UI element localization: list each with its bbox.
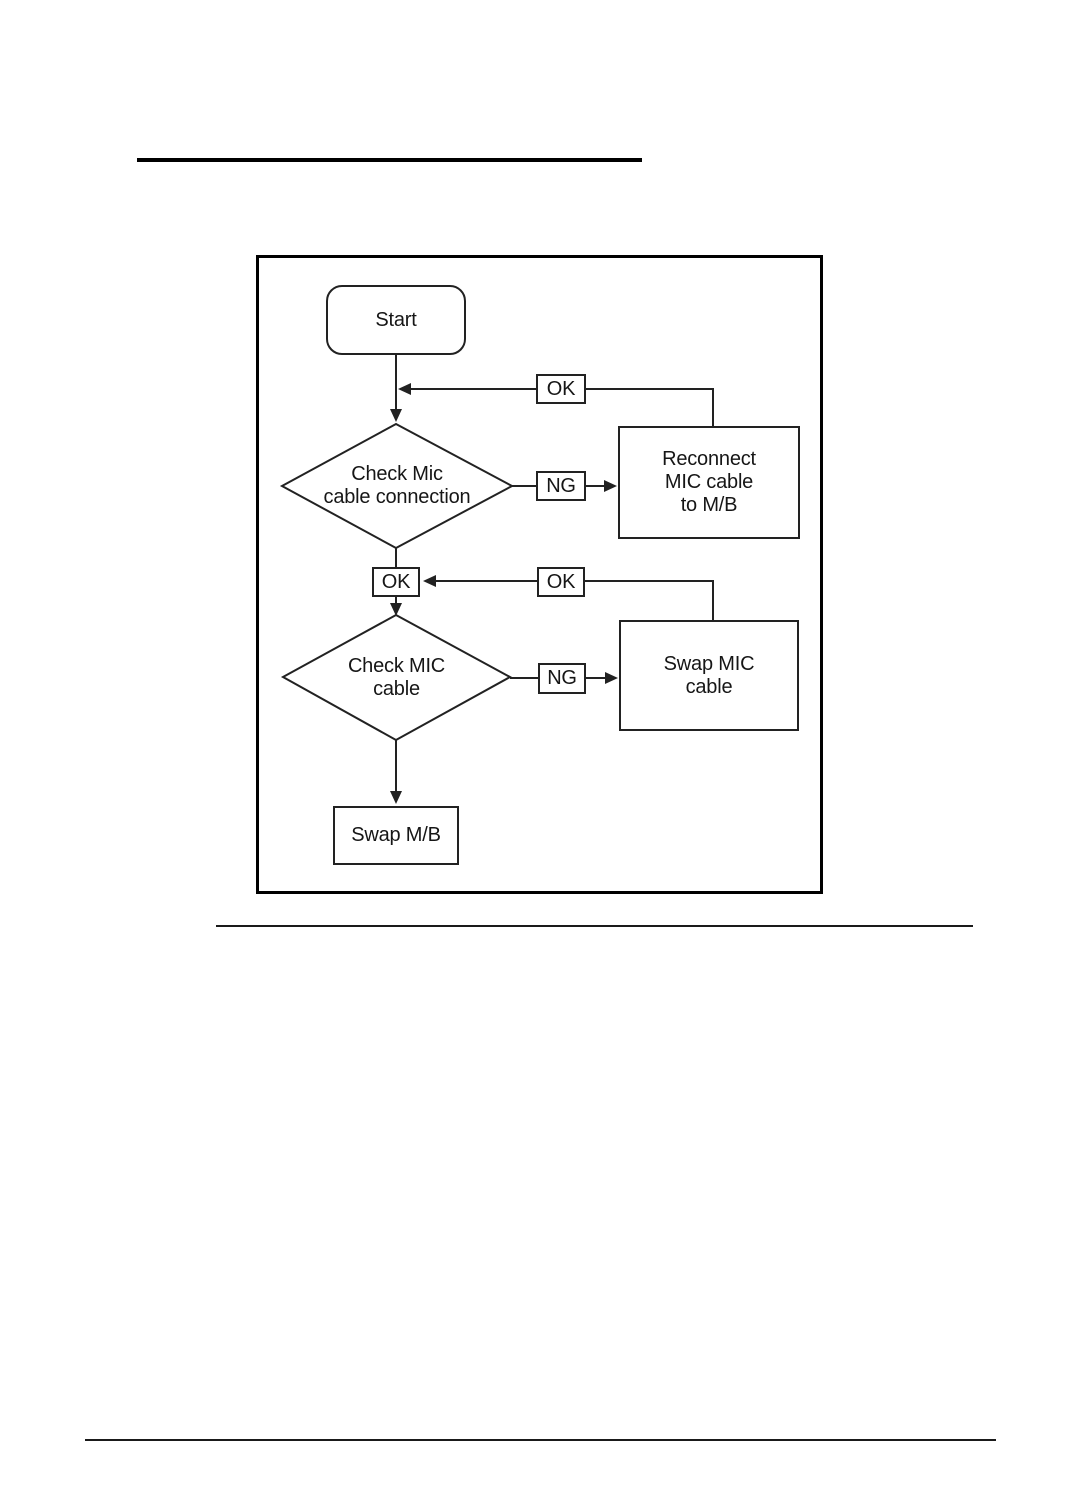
ok-tag-top-label: OK	[546, 377, 576, 400]
ng-tag-top-label: NG	[546, 474, 576, 497]
ok-tag-mid-left-label: OK	[381, 570, 411, 593]
mid-page-rule	[216, 925, 973, 927]
ng-tag-top: NG	[536, 471, 586, 501]
swap-mic-cable-label-line2: cable	[685, 675, 733, 698]
ok-tag-top: OK	[536, 374, 586, 404]
arrow-right-into-swapmic-icon	[605, 672, 618, 684]
reconnect-mic-label-line2: MIC cable	[664, 471, 754, 493]
start-node: Start	[326, 285, 466, 355]
reconnect-mic-node: Reconnect MIC cable to M/B	[618, 426, 800, 539]
ok-tag-mid-right-label: OK	[546, 570, 576, 593]
footer-rule	[85, 1439, 996, 1441]
reconnect-mic-label-line1: Reconnect	[662, 448, 756, 470]
ok-tag-mid-right: OK	[537, 567, 585, 597]
edge-swapmic-ok-return	[436, 580, 714, 620]
swap-mic-cable-node: Swap MIC cable	[619, 620, 799, 731]
decision2-diamond-shape	[280, 613, 513, 742]
section-heading-rule	[137, 158, 642, 162]
reconnect-mic-label-line3: to M/B	[680, 494, 738, 516]
edge-reconnect-ok-return	[410, 388, 714, 426]
swap-mb-label: Swap M/B	[351, 824, 441, 846]
arrow-down-into-decision2-icon	[390, 603, 402, 616]
ng-tag-bottom-label: NG	[547, 667, 577, 689]
arrow-left-into-startline-icon	[398, 383, 411, 395]
arrow-down-into-decision1-icon	[390, 409, 402, 422]
ng-tag-bottom: NG	[538, 663, 586, 694]
arrow-right-into-reconnect-icon	[604, 480, 617, 492]
arrow-left-into-ok-tag-icon	[423, 575, 436, 587]
ok-tag-mid-left: OK	[372, 567, 420, 597]
swap-mic-cable-label-line1: Swap MIC	[663, 652, 755, 675]
decision1-diamond-shape	[279, 422, 515, 550]
arrow-down-into-swapmb-icon	[390, 791, 402, 804]
swap-mb-node: Swap M/B	[333, 806, 459, 865]
start-node-label: Start	[375, 308, 417, 331]
